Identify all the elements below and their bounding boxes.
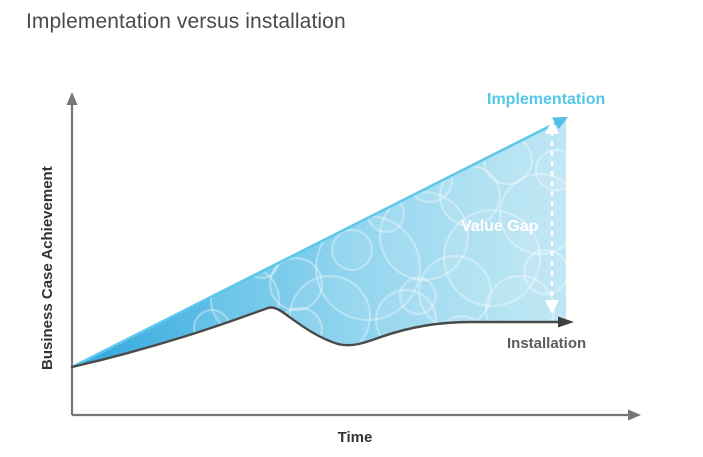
implementation-label: Implementation bbox=[487, 91, 605, 108]
value-gap-arrow bbox=[545, 120, 559, 314]
installation-series bbox=[70, 306, 574, 369]
installation-line bbox=[70, 306, 564, 369]
value-gap-arrowhead-bottom bbox=[545, 300, 559, 314]
x-axis-title: Time bbox=[338, 429, 373, 446]
x-axis-arrowhead bbox=[628, 409, 641, 421]
axes bbox=[66, 92, 641, 421]
value-gap-arrowhead-top bbox=[545, 120, 559, 134]
bubble-texture bbox=[192, 122, 566, 366]
installation-label: Installation bbox=[507, 335, 586, 352]
y-axis-title: Business Case Achievement bbox=[39, 166, 56, 370]
value-gap-label: Value Gap bbox=[461, 218, 539, 235]
installation-arrowhead bbox=[558, 316, 574, 328]
y-axis-arrowhead bbox=[66, 92, 78, 105]
implementation-series bbox=[71, 117, 568, 369]
implementation-arrowhead bbox=[552, 117, 568, 129]
page-title: Implementation versus installation bbox=[26, 10, 346, 33]
implementation-line bbox=[71, 120, 559, 369]
